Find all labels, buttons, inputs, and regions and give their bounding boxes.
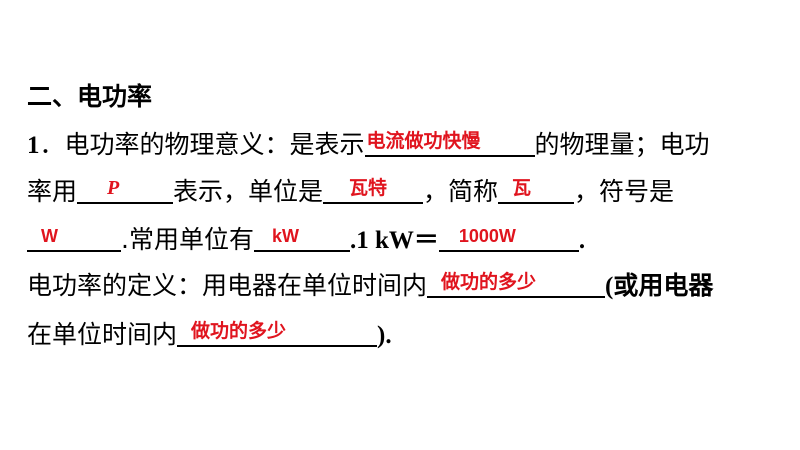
answer-unit: 瓦特 (349, 177, 388, 199)
line-5: 在单位时间内做功的多少). (27, 315, 392, 355)
line1-text-a: ．电功率的物理意义：是表示 (39, 130, 365, 159)
line4-text-b: (或用电器 (605, 273, 714, 300)
line-1: 1．电功率的物理意义：是表示电流做功快慢 的物理量；电功 (27, 125, 710, 165)
line-2: 率用 P 表示，单位是 瓦特 ，简称瓦 ，符号是 (27, 172, 674, 212)
blank-common: kW (253, 220, 350, 252)
section-heading: 二、电功率 (27, 82, 153, 111)
answer-short: 瓦 (512, 177, 532, 199)
blank-definition-1: 做功的多少 (427, 266, 606, 298)
blank-short: 瓦 (498, 172, 575, 204)
answer-definition-2: 做功的多少 (191, 320, 287, 342)
answer-sign: W (41, 226, 58, 246)
blank-unit: 瓦特 (323, 172, 424, 204)
answer-meaning: 电流做功快慢 (366, 130, 481, 152)
answer-equation: 1000W (458, 226, 516, 246)
line3-text-c: . (578, 227, 586, 254)
line-4: 电功率的定义：用电器在单位时间内做功的多少 (或用电器 (27, 266, 713, 306)
line5-text-b: ). (377, 322, 392, 349)
line-3: W .常用单位有 kW .1 kW＝ 1000W. (27, 220, 585, 260)
line4-text-a: 电功率的定义：用电器在单位时间内 (27, 271, 428, 300)
line3-text-b: .1 kW＝ (349, 227, 439, 254)
blank-meaning: 电流做功快慢 (364, 125, 535, 157)
line2-text-a: 率用 (27, 177, 78, 206)
item-number: 1 (27, 132, 40, 159)
blank-symbol: P (77, 172, 174, 204)
line2-text-c: ，简称 (423, 177, 499, 206)
answer-definition-1: 做功的多少 (441, 271, 537, 293)
answer-common: kW (271, 226, 299, 246)
blank-equation: 1000W (438, 220, 579, 252)
line5-text-a: 在单位时间内 (27, 320, 178, 349)
line1-text-b: 的物理量；电功 (534, 130, 710, 159)
blank-definition-2: 做功的多少 (177, 315, 378, 347)
blank-sign: W (27, 220, 121, 252)
answer-symbol: P (107, 177, 120, 199)
line2-text-b: 表示，单位是 (173, 177, 324, 206)
line2-text-d: ，符号是 (574, 177, 675, 206)
line3-text-a: .常用单位有 (121, 225, 254, 254)
